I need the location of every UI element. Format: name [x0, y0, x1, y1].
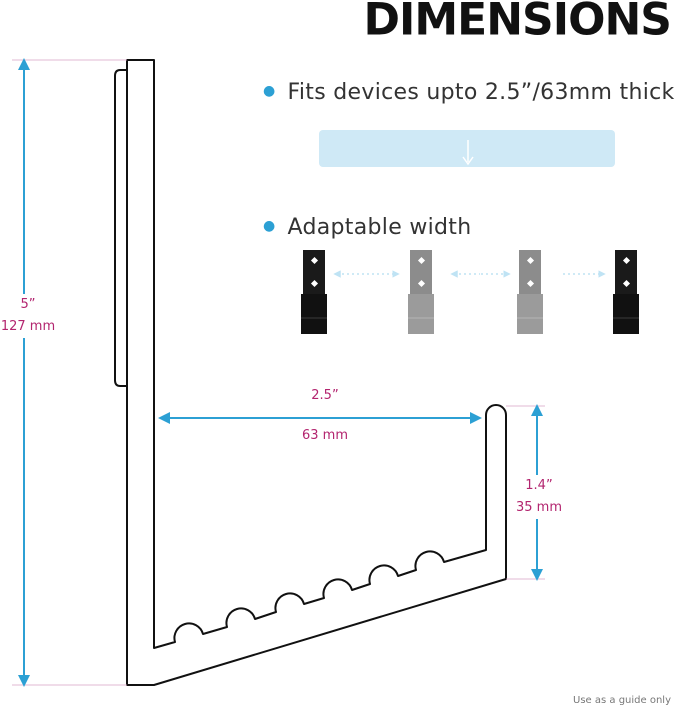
- width-label-imperial: 2.5”: [280, 385, 370, 407]
- feature-fits-devices: ● Fits devices upto 2.5”/63mm thick: [263, 80, 675, 105]
- height-label: 5” 127 mm: [0, 294, 56, 338]
- hanger-outline: [114, 59, 507, 686]
- depth-label: 1.4” 35 mm: [510, 475, 568, 519]
- feature-adaptable-width-text: Adaptable width: [287, 215, 472, 240]
- depth-metric: 35 mm: [515, 500, 562, 515]
- bullet-dot-icon: ●: [263, 83, 276, 99]
- guide-note: Use as a guide only: [573, 695, 671, 706]
- bullet-dot-icon: ●: [263, 218, 276, 234]
- depth-imperial: 1.4”: [525, 478, 553, 493]
- feature-fits-devices-text: Fits devices upto 2.5”/63mm thick: [287, 80, 675, 105]
- page-title: DIMENSIONS: [363, 0, 672, 46]
- bracket-black-left: [301, 250, 327, 334]
- feature-adaptable-width: ● Adaptable width: [263, 215, 471, 240]
- bracket-black-right: [613, 250, 639, 334]
- device-slot-bar: [319, 130, 615, 167]
- height-metric: 127 mm: [0, 319, 56, 334]
- width-label-metric: 63 mm: [280, 425, 370, 447]
- width-imperial: 2.5”: [311, 388, 339, 403]
- bracket-grey-1: [408, 250, 434, 334]
- adaptable-width-brackets: [301, 250, 639, 334]
- height-imperial: 5”: [20, 297, 36, 312]
- width-metric: 63 mm: [301, 428, 348, 443]
- bracket-grey-2: [517, 250, 543, 334]
